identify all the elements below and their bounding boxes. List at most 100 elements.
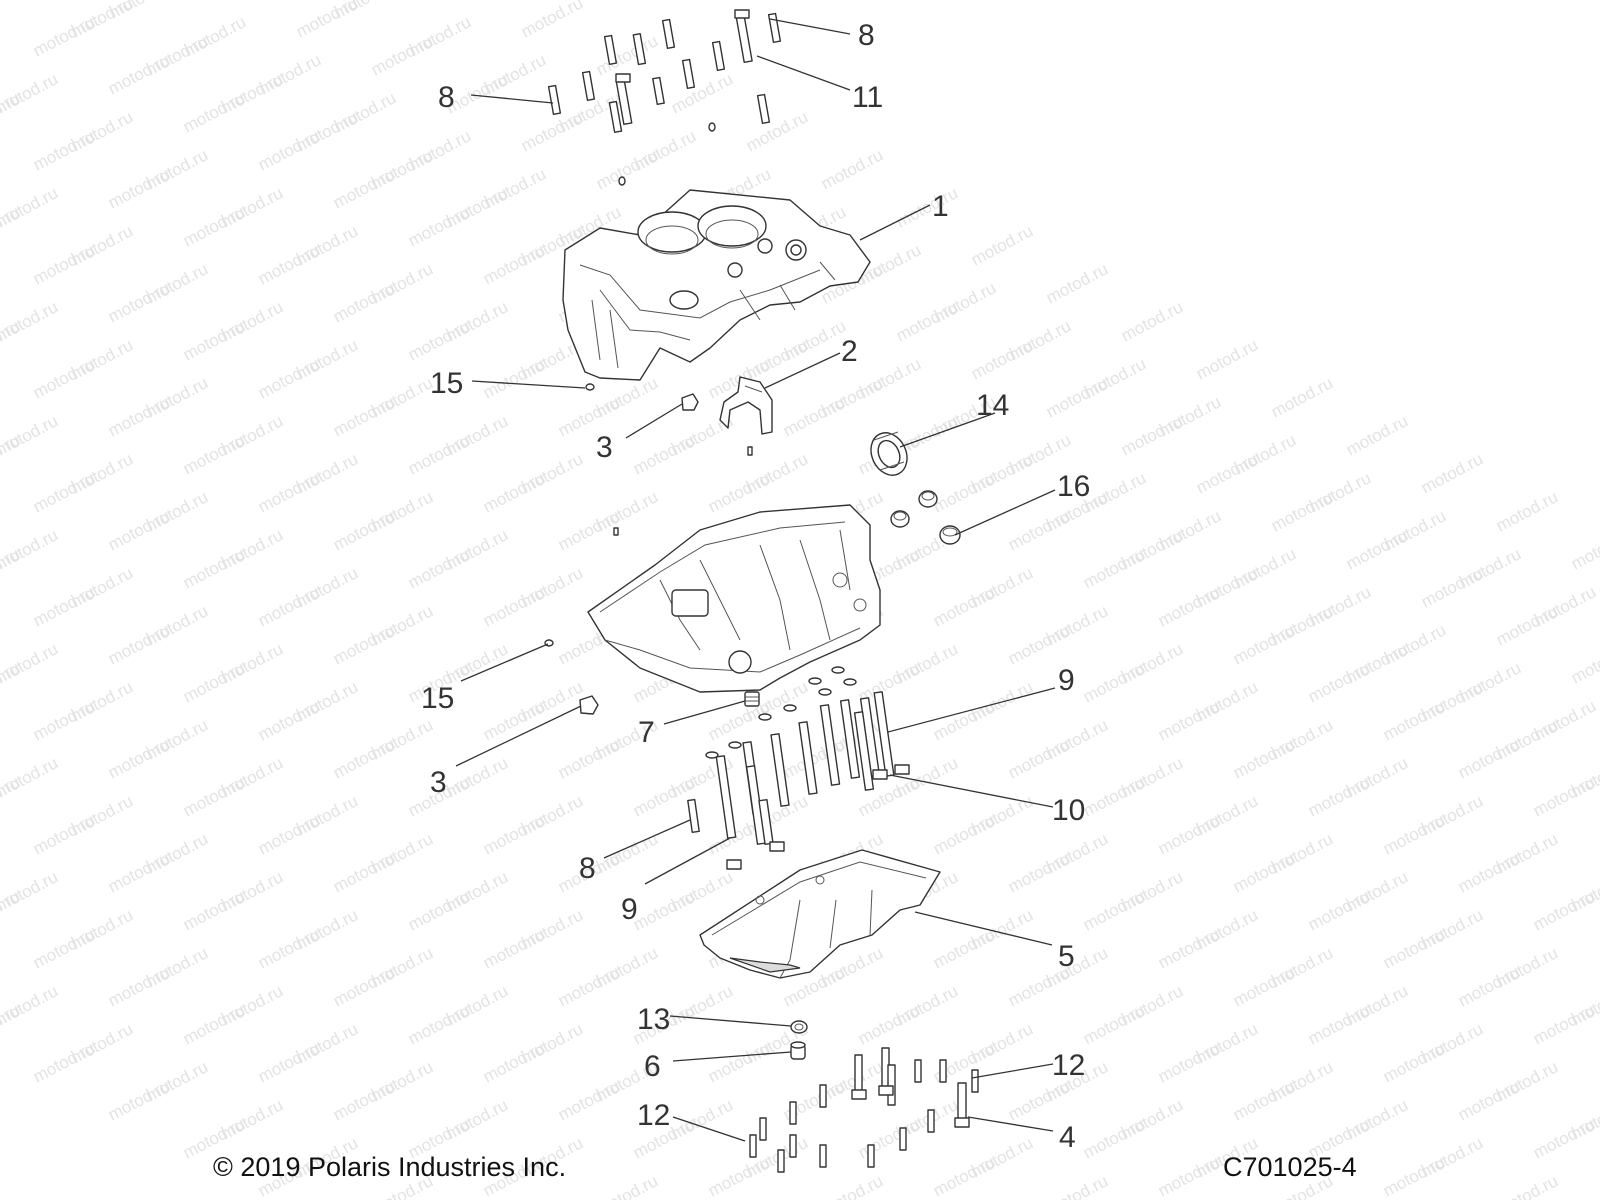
watermark-text: motod.ru: [518, 107, 586, 155]
pin-upper: [747, 446, 753, 456]
watermark-text: motod.ru: [1230, 1076, 1298, 1124]
oil-seal-14: [870, 431, 908, 476]
watermark-text: motod.ru: [1343, 411, 1411, 459]
watermark-text: motod.ru: [330, 620, 398, 668]
watermark-text: motod.ru: [1380, 924, 1448, 972]
watermark-text: motod.ru: [1493, 487, 1561, 535]
callout-8-top-right: 8: [858, 19, 875, 52]
watermark-text: motod.ru: [1493, 601, 1561, 649]
watermark-text: motod.ru: [218, 0, 286, 4]
watermark-text: motod.ru: [1230, 848, 1298, 896]
watermark-text: motod.ru: [480, 696, 548, 744]
watermark-text: motod.ru: [1005, 620, 1073, 668]
watermark-text: motod.ru: [480, 810, 548, 858]
watermark-text: motod.ru: [1155, 696, 1223, 744]
watermark-text: motod.ru: [330, 164, 398, 212]
watermark-text: motod.ru: [330, 734, 398, 782]
watermark-text: motod.ru: [630, 772, 698, 820]
watermark-text: motod.ru: [1568, 639, 1600, 687]
watermark-text: motod.ru: [180, 886, 248, 934]
watermark-text: motod.ru: [105, 962, 173, 1010]
lower-crankcase: [587, 504, 881, 693]
watermark-text: motod.ru: [1493, 1171, 1561, 1200]
top-bolts: [547, 9, 782, 186]
watermark-text: motod.ru: [255, 468, 323, 516]
watermark-text: motod.ru: [480, 582, 548, 630]
drain-plug-6: [790, 1041, 806, 1060]
watermark-text: motod.ru: [30, 924, 98, 972]
watermark-text: motod.ru: [180, 316, 248, 364]
watermark-text: motod.ru: [1080, 658, 1148, 706]
watermark-text: motod.ru: [180, 772, 248, 820]
watermark-text: motod.ru: [1155, 582, 1223, 630]
watermark-text: motod.ru: [1380, 1038, 1448, 1086]
watermark-text: motod.ru: [1043, 1171, 1111, 1200]
watermark-text: motod.ru: [1118, 297, 1186, 345]
callout-8-lower: 8: [579, 852, 596, 885]
pin-lower: [613, 527, 619, 536]
watermark-text: motod.ru: [1455, 734, 1523, 782]
bottom-bolts: [749, 1047, 979, 1173]
watermark-text: motod.ru: [405, 316, 473, 364]
callouts: 8 11 8 1 2 15 3 14 16 15 9 7 3 10 8 9 5 …: [421, 19, 1090, 1154]
watermark-text: motod.ru: [1380, 810, 1448, 858]
watermark-text: motod.ru: [1380, 1152, 1448, 1200]
watermark-text: motod.ru: [255, 126, 323, 174]
watermark-text: motod.ru: [30, 468, 98, 516]
watermark-text: motod.ru: [480, 240, 548, 288]
callout-12-right: 12: [1052, 1049, 1085, 1082]
callout-8-top-left: 8: [438, 81, 455, 114]
watermark-text: motod.ru: [330, 848, 398, 896]
watermark-text: motod.ru: [30, 126, 98, 174]
copyright-text: © 2019 Polaris Industries Inc.: [213, 1152, 566, 1182]
callout-4: 4: [1059, 1121, 1076, 1154]
watermark-text: motod.ru: [330, 962, 398, 1010]
watermark-text: motod.ru: [1530, 1114, 1598, 1162]
watermark-text: motod.ru: [180, 1000, 248, 1048]
fitting-7: [744, 691, 760, 707]
watermark-text: motod.ru: [930, 696, 998, 744]
watermark-text: motod.ru: [255, 240, 323, 288]
watermark-text: motod.ru: [780, 392, 848, 440]
watermark-text: motod.ru: [930, 810, 998, 858]
watermark-text: motod.ru: [255, 810, 323, 858]
watermark-text: motod.ru: [0, 0, 61, 4]
watermark-text: motod.ru: [1230, 620, 1298, 668]
watermark-text: motod.ru: [105, 506, 173, 554]
watermark-text: motod.ru: [1005, 734, 1073, 782]
watermark-text: motod.ru: [30, 696, 98, 744]
watermark-text: motod.ru: [1305, 772, 1373, 820]
nut-3-lower: [579, 695, 599, 715]
callout-15-lower: 15: [421, 682, 454, 715]
callout-6: 6: [644, 1050, 661, 1083]
watermark-text: motod.ru: [443, 0, 511, 4]
watermark-text: motod.ru: [1305, 658, 1373, 706]
watermark-text: motod.ru: [1118, 411, 1186, 459]
watermark-text: motod.ru: [930, 468, 998, 516]
watermark-text: motod.ru: [930, 582, 998, 630]
watermark-text: motod.ru: [255, 1038, 323, 1086]
watermark-text: motod.ru: [180, 544, 248, 592]
watermark-text: motod.ru: [180, 202, 248, 250]
watermark-text: motod.ru: [1568, 525, 1600, 573]
callout-11: 11: [852, 81, 883, 114]
watermark-text: motod.ru: [1193, 449, 1261, 497]
watermark-text: motod.ru: [1155, 810, 1223, 858]
watermark-text: motod.ru: [818, 145, 886, 193]
watermark-text: motod.ru: [1268, 373, 1336, 421]
watermark-text: motod.ru: [30, 354, 98, 402]
watermark-text: motod.ru: [480, 354, 548, 402]
watermark-text: motod.ru: [518, 0, 586, 42]
watermark-text: motod.ru: [555, 506, 623, 554]
diagram-code: C701025-4: [1223, 1152, 1357, 1182]
watermark-text: motod.ru: [330, 1076, 398, 1124]
watermark-text: motod.ru: [1530, 772, 1598, 820]
watermark-text: motod.ru: [705, 1152, 773, 1200]
upper-crankcase: [562, 189, 871, 381]
watermark-text: motod.ru: [255, 354, 323, 402]
watermark-text: motod.ru: [405, 430, 473, 478]
watermark-text: motod.ru: [255, 696, 323, 744]
watermark-text: motod.ru: [330, 392, 398, 440]
watermark-text: motod.ru: [593, 31, 661, 79]
watermark-text: motod.ru: [1343, 525, 1411, 573]
